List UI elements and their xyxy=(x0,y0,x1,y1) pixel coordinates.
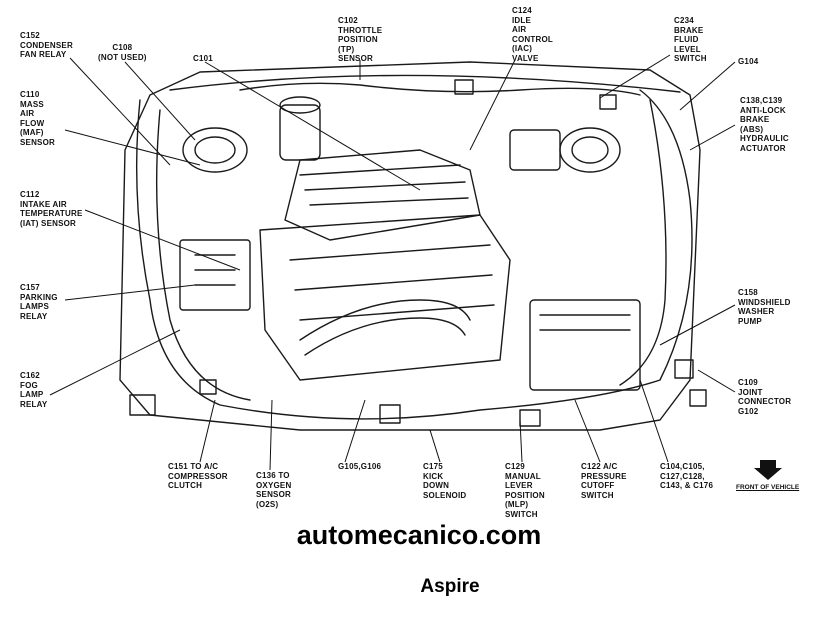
label-c122: C122 A/C PRESSURE CUTOFF SWITCH xyxy=(581,462,627,500)
label-c101: C101 xyxy=(193,54,213,63)
leader-c110 xyxy=(64,129,201,166)
right-strut-tower xyxy=(559,127,621,173)
label-c136: C136 TO OXYGEN SENSOR (O2S) xyxy=(256,471,292,509)
hood-line xyxy=(169,74,681,93)
leader-c175 xyxy=(429,429,441,463)
leader-g104 xyxy=(679,61,736,111)
engine-block xyxy=(259,214,511,381)
label-c124: C124 IDLE AIR CONTROL (IAC) VALVE xyxy=(512,6,553,63)
leader-c151 xyxy=(199,399,216,463)
model-name: Aspire xyxy=(420,576,480,597)
leader-c138 xyxy=(689,124,736,151)
left-strut-tower xyxy=(182,127,248,173)
front-of-vehicle-label: FRONT OF VEHICLE xyxy=(736,484,800,491)
label-c158: C158 WINDSHIELD WASHER PUMP xyxy=(738,288,791,326)
label-c151: C151 TO A/C COMPRESSOR CLUTCH xyxy=(168,462,228,490)
label-c108: C108 (NOT USED) xyxy=(98,43,147,62)
wiring-harness xyxy=(135,89,693,420)
leader-c122 xyxy=(574,399,601,463)
label-c175: C175 KICK DOWN SOLENOID xyxy=(423,462,467,500)
engine-bay-outline xyxy=(119,61,701,431)
label-c152: C152 CONDENSER FAN RELAY xyxy=(20,31,73,59)
leader-c152 xyxy=(69,57,171,166)
leader-c112 xyxy=(84,209,241,271)
leader-c108 xyxy=(124,61,196,141)
brake-master-cylinder xyxy=(509,129,561,171)
battery xyxy=(529,299,641,391)
leader-c124 xyxy=(469,59,516,151)
relay-box xyxy=(179,239,251,311)
label-c157: C157 PARKING LAMPS RELAY xyxy=(20,283,58,321)
leader-c129 xyxy=(519,419,523,463)
front-arrow-icon xyxy=(754,460,782,480)
label-c110: C110 MASS AIR FLOW (MAF) SENSOR xyxy=(20,90,55,147)
label-c112: C112 INTAKE AIR TEMPERATURE (IAT) SENSOR xyxy=(20,190,83,228)
label-c102: C102 THROTTLE POSITION (TP) SENSOR xyxy=(338,16,383,63)
leader-c158 xyxy=(659,304,736,346)
leader-c101 xyxy=(204,61,421,191)
label-c138: C138,C139 ANTI-LOCK BRAKE (ABS) HYDRAULI… xyxy=(740,96,789,153)
label-c129: C129 MANUAL LEVER POSITION (MLP) SWITCH xyxy=(505,462,545,519)
label-c109: C109 JOINT CONNECTOR G102 xyxy=(738,378,792,416)
air-intake-hose xyxy=(299,299,471,341)
label-c104: C104,C105, C127,C128, C143, & C176 xyxy=(660,462,714,490)
label-c234: C234 BRAKE FLUID LEVEL SWITCH xyxy=(674,16,707,63)
label-g104: G104 xyxy=(738,57,759,66)
leader-c157 xyxy=(64,284,196,301)
leader-c136 xyxy=(269,399,273,471)
leader-g105 xyxy=(344,399,366,463)
watermark: automecanico.com xyxy=(296,520,542,550)
label-g105: G105,G106 xyxy=(338,462,382,471)
leader-c234 xyxy=(599,54,671,99)
leader-c109 xyxy=(697,369,736,393)
leader-c104 xyxy=(639,379,669,463)
leader-c162 xyxy=(49,329,181,396)
label-c162: C162 FOG LAMP RELAY xyxy=(20,371,48,409)
